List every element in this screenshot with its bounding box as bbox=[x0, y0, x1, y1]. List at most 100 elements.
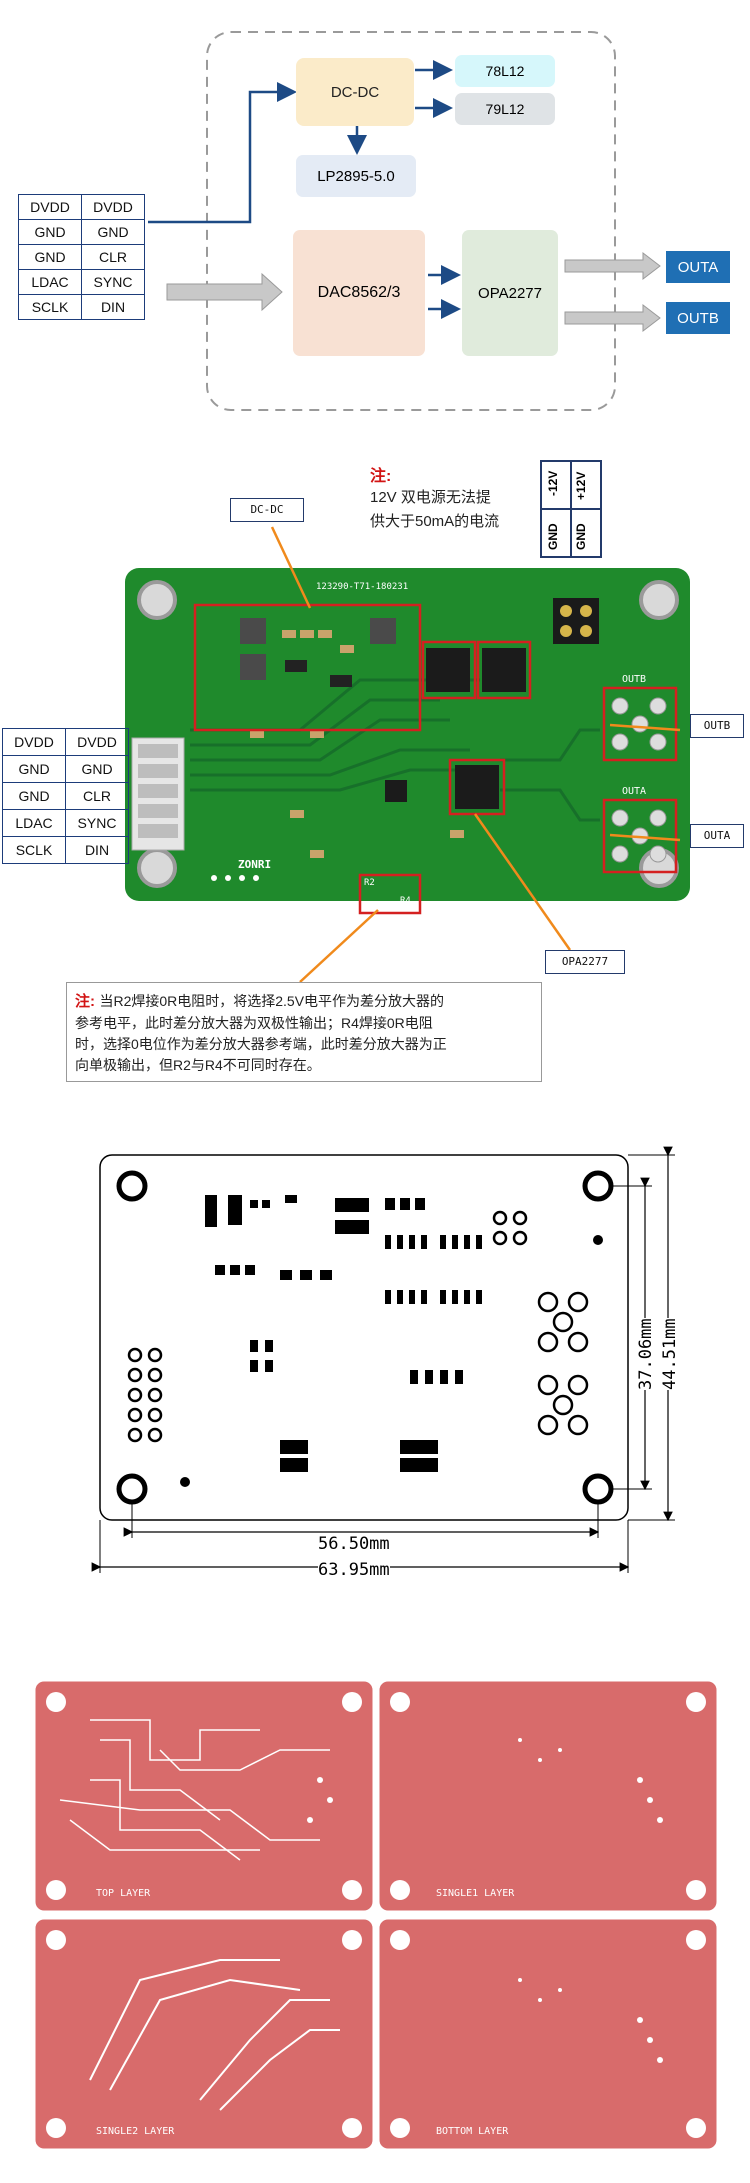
power-header-label: -12V +12V GND GND bbox=[540, 460, 602, 558]
dim-inner-width-label: 56.50mm bbox=[318, 1534, 390, 1554]
resistor-note-line: 当R2焊接0R电阻时，将选择2.5V电平作为差分放大器的 bbox=[99, 993, 445, 1009]
pin-cell: GND bbox=[2, 782, 66, 810]
callout-lines bbox=[270, 526, 681, 983]
pin-cell: SYNC bbox=[81, 269, 145, 295]
silk-outb-text: OUTB bbox=[622, 674, 647, 685]
outa-block: OUTA bbox=[666, 251, 730, 283]
pin-cell: GND bbox=[65, 755, 129, 783]
board-outline bbox=[99, 1154, 629, 1521]
79l12-label: 79L12 bbox=[485, 101, 525, 117]
layers-svg bbox=[32, 1678, 720, 2152]
callout-outb: OUTB bbox=[690, 714, 744, 738]
dim-inner-height-label: 37.06mm bbox=[636, 1318, 656, 1390]
layer-pads bbox=[307, 1738, 663, 2063]
layer-top-traces bbox=[59, 1719, 330, 1861]
power-note-line: 供大于50mA的电流 bbox=[370, 513, 500, 530]
mechanical-svg bbox=[91, 1146, 675, 1573]
power-label-gnd-right: GND bbox=[574, 523, 588, 550]
pin-cell: SCLK bbox=[2, 836, 66, 864]
power-label-neg12: -12V bbox=[546, 470, 560, 496]
silk-logo-text: ZONRI bbox=[238, 858, 272, 871]
silk-code-text: 123290-T71-180231 bbox=[316, 582, 409, 592]
board-photo-section: 123290-T71-180231 946-0 B63C ZONRI OUTB … bbox=[0, 430, 750, 1090]
pcb-components bbox=[240, 618, 526, 858]
block-diagram-lines bbox=[148, 31, 661, 411]
power-label-pos12: +12V bbox=[574, 471, 588, 500]
resistor-note-box: 注: 当R2焊接0R电阻时，将选择2.5V电平作为差分放大器的 参考电平，此时差… bbox=[66, 982, 542, 1082]
ldo-block: LP2895-5.0 bbox=[296, 155, 416, 197]
resistor-note-line: 参考电平，此时差分放大器为双极性输出；R4焊接0R电阻 bbox=[75, 1015, 433, 1031]
outb-arrow bbox=[564, 303, 661, 333]
block-diagram: DC-DC 78L12 79L12 LP2895-5.0 DAC8562/3 O… bbox=[0, 0, 750, 420]
input-bus-arrow bbox=[166, 272, 283, 312]
left-pin-header bbox=[131, 737, 185, 851]
pin-cell: SYNC bbox=[65, 809, 129, 837]
layer-label-bottom: BOTTOM LAYER bbox=[436, 2126, 509, 2137]
pin-cell: SCLK bbox=[18, 294, 82, 320]
outb-block: OUTB bbox=[666, 302, 730, 334]
layer-label-single2: SINGLE2 LAYER bbox=[96, 2126, 175, 2137]
dac-label: DAC8562/3 bbox=[317, 284, 401, 301]
pin-cell: GND bbox=[18, 219, 82, 245]
dac-block: DAC8562/3 bbox=[293, 230, 425, 356]
outa-arrow bbox=[564, 251, 661, 281]
outline-holes bbox=[116, 1170, 614, 1505]
opamp-label: OPA2277 bbox=[478, 284, 542, 302]
board-photo-svg bbox=[125, 526, 690, 983]
callout-opa2277: OPA2277 bbox=[545, 950, 625, 974]
silk-r4-text: R4 bbox=[400, 896, 411, 906]
dim-outer-width-label: 63.95mm bbox=[318, 1560, 390, 1580]
dcdc-label: DC-DC bbox=[330, 83, 380, 101]
power-note-title: 注: bbox=[370, 468, 392, 485]
layer-label-single1: SINGLE1 LAYER bbox=[436, 1888, 515, 1899]
power-note: 注: 12V 双电源无法提 供大于50mA的电流 bbox=[370, 462, 499, 534]
pin-cell: LDAC bbox=[2, 809, 66, 837]
pin-cell: DVDD bbox=[2, 728, 66, 756]
resistor-note-line: 时，选择0电位作为差分放大器参考端，此时差分放大器为正 bbox=[75, 1036, 447, 1052]
layer-holes bbox=[46, 1692, 706, 2138]
silk-outa-text: OUTA bbox=[622, 786, 647, 797]
footprint-pads bbox=[180, 1195, 603, 1487]
pin-cell: GND bbox=[2, 755, 66, 783]
pin-cell: DIN bbox=[65, 836, 129, 864]
outa-label: OUTA bbox=[677, 258, 719, 276]
layer-panels bbox=[32, 1678, 720, 2152]
mechanical-drawing: 56.50mm 63.95mm 37.06mm 44.51mm bbox=[0, 1140, 750, 1590]
power-pin-header bbox=[553, 598, 599, 644]
pin-cell: CLR bbox=[65, 782, 129, 810]
outb-label: OUTB bbox=[677, 309, 719, 327]
callout-dcdc: DC-DC bbox=[230, 498, 304, 522]
layer-single2-traces bbox=[89, 1959, 340, 2111]
silk-r2-text: R2 bbox=[364, 878, 375, 888]
resistor-note-title: 注: bbox=[75, 993, 95, 1010]
pcb-traces bbox=[190, 678, 600, 822]
78l12-label: 78L12 bbox=[485, 63, 525, 79]
pin-cell: LDAC bbox=[18, 269, 82, 295]
power-feed-line bbox=[148, 82, 297, 224]
78l12-block: 78L12 bbox=[455, 55, 555, 87]
resistor-note-line: 向单极输出，但R2与R4不可同时存在。 bbox=[75, 1057, 321, 1073]
dim-outer-height-label: 44.51mm bbox=[660, 1318, 680, 1390]
pcb-board bbox=[125, 568, 690, 901]
dcdc-block: DC-DC bbox=[296, 58, 414, 126]
opamp-block: OPA2277 bbox=[462, 230, 558, 356]
pin-cell: GND bbox=[81, 219, 145, 245]
power-label-gnd-left: GND bbox=[546, 523, 560, 550]
layer-views: TOP LAYER SINGLE1 LAYER SINGLE2 LAYER BO… bbox=[0, 1660, 750, 2180]
footprint-rings bbox=[127, 1210, 589, 1443]
pin-cell: DVDD bbox=[65, 728, 129, 756]
pin-cell: GND bbox=[18, 244, 82, 270]
power-note-line: 12V 双电源无法提 bbox=[370, 489, 491, 506]
callout-outa: OUTA bbox=[690, 824, 744, 848]
